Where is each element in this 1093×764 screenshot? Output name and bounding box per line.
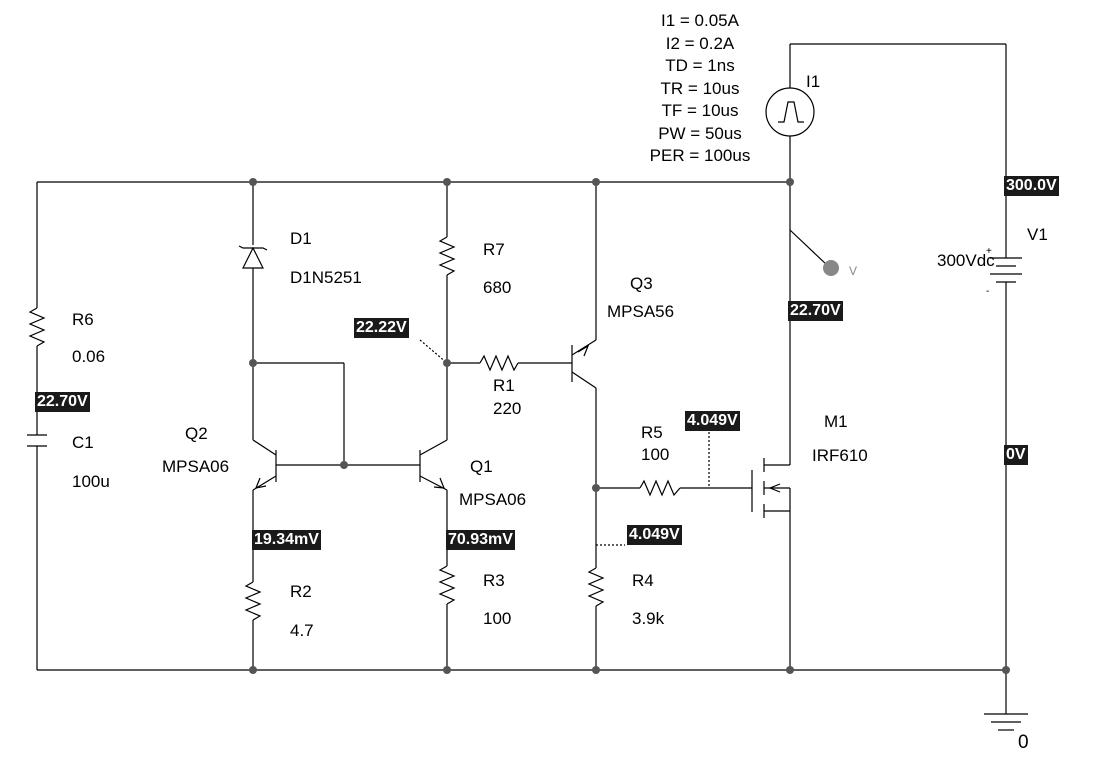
r7-resistor: [438, 236, 456, 276]
v1-value: 300Vdc: [937, 251, 995, 270]
node: [592, 666, 600, 674]
node: [592, 178, 600, 186]
m1-body-arrow: [768, 483, 781, 493]
probe-stem: [789, 229, 829, 267]
i1-pulse-icon: [778, 101, 804, 123]
r4-resistor: [587, 567, 605, 607]
i1-ref: I1: [806, 72, 821, 91]
param-line: TR = 10us: [660, 78, 740, 98]
r1-value: 220: [493, 399, 522, 418]
r5-value: 100: [641, 445, 670, 464]
node: [786, 178, 794, 186]
m1-ref: M1: [824, 412, 848, 431]
node: [249, 666, 257, 674]
d1-zener-diode: [238, 245, 268, 269]
q2-value: MPSA06: [162, 457, 230, 476]
param-line: TD = 1ns: [665, 56, 735, 75]
voltage-marker-q2-emitter[interactable]: 19.34mV: [252, 530, 321, 550]
node: [443, 178, 451, 186]
voltage-marker-gate[interactable]: 4.049V: [685, 411, 740, 431]
voltage-marker-q1-emitter[interactable]: 70.93mV: [446, 530, 515, 550]
node: [249, 359, 257, 367]
voltage-marker-c1[interactable]: 22.70V: [35, 392, 90, 412]
c1-value: 100u: [72, 472, 110, 491]
d1-ref: D1: [290, 229, 312, 248]
r3-resistor: [438, 565, 456, 605]
v1-ref: V1: [1027, 225, 1048, 244]
voltage-marker-r7[interactable]: 22.22V: [354, 318, 409, 338]
r5-ref: R5: [641, 423, 663, 442]
param-line: I2 = 0.2A: [665, 33, 735, 53]
node: [1002, 666, 1010, 674]
i1-source-params: I1 = 0.05A I2 = 0.2A TD = 1ns TR = 10us …: [620, 10, 780, 168]
r4-ref: R4: [632, 571, 654, 590]
ground-label: 0: [1018, 732, 1029, 753]
q3-value: MPSA56: [607, 302, 675, 321]
node: [340, 461, 348, 469]
node: [443, 666, 451, 674]
probe-label: V: [849, 264, 858, 278]
param-line: PER = 100us: [649, 146, 751, 165]
voltage-marker-v1-bottom[interactable]: 0V: [1004, 445, 1028, 465]
r6-ref: R6: [72, 310, 94, 329]
q2-emitter-arrow: [255, 477, 267, 489]
v1-minus-sign: -: [986, 286, 990, 297]
c1-ref: C1: [72, 433, 94, 452]
r4-value: 3.9k: [632, 609, 665, 628]
q1-emitter-arrow: [433, 477, 445, 489]
q1-ref: Q1: [470, 457, 493, 476]
probe-tip: [823, 260, 839, 276]
node: [249, 178, 257, 186]
m1-value: IRF610: [812, 446, 868, 465]
r6-resistor: [28, 307, 46, 347]
v1-plus-sign: +: [986, 246, 992, 257]
r2-resistor: [244, 581, 262, 621]
q3-emitter-arrow: [577, 344, 590, 357]
param-line: TF = 10us: [661, 101, 739, 120]
param-line: PW = 50us: [658, 123, 742, 143]
r5-resistor: [639, 479, 681, 497]
r1-resistor: [479, 354, 519, 372]
q2-ref: Q2: [185, 424, 208, 443]
r6-value: 0.06: [72, 347, 106, 366]
d1-value: D1N5251: [290, 268, 362, 287]
node: [592, 484, 600, 492]
r3-value: 100: [483, 609, 512, 628]
voltage-marker-v1-top[interactable]: 300.0V: [1004, 176, 1059, 196]
voltage-marker-r4[interactable]: 4.049V: [627, 525, 682, 545]
r7-value: 680: [483, 278, 512, 297]
node: [443, 359, 451, 367]
q1-value: MPSA06: [459, 490, 527, 509]
r2-ref: R2: [290, 582, 312, 601]
param-line: I1 = 0.05A: [661, 11, 739, 30]
node: [786, 666, 794, 674]
voltage-marker-drain[interactable]: 22.70V: [788, 301, 843, 321]
r1-ref: R1: [493, 376, 515, 395]
r7-ref: R7: [483, 240, 505, 259]
q3-ref: Q3: [630, 274, 653, 293]
r2-value: 4.7: [290, 621, 314, 640]
r3-ref: R3: [483, 571, 505, 590]
